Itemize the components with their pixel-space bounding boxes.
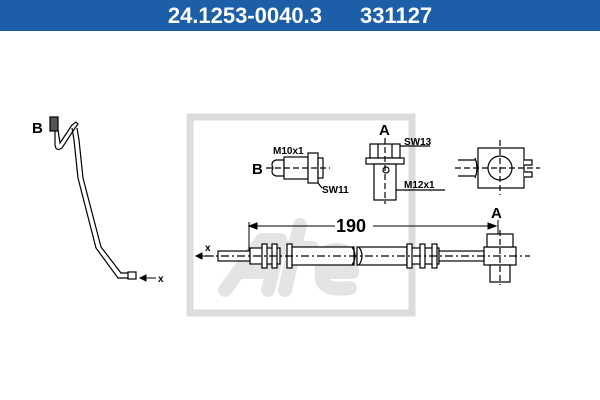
thread-b: M10x1 — [273, 146, 304, 157]
part-number: 24.1253-0040.3 — [167, 2, 322, 28]
label-x-hose: x — [205, 243, 211, 254]
detail-a-banjo-bolt — [365, 138, 445, 204]
header-bar: 24.1253-0040.3 331127 — [0, 0, 600, 31]
arrow-x-hose — [194, 252, 214, 260]
label-a-hose: A — [491, 205, 502, 222]
wrench-size-b: SW11 — [322, 185, 349, 196]
brake-hose — [205, 230, 530, 285]
label-b-detail: B — [252, 161, 263, 178]
detail-b-fitting — [266, 152, 330, 189]
wrench-size-a: SW13 — [404, 137, 432, 148]
label-x-left: x — [158, 274, 164, 285]
label-a-detail: A — [379, 122, 390, 139]
banjo-side-view — [455, 140, 540, 195]
arrow-x-left — [138, 274, 156, 282]
hose-side-view — [49, 116, 137, 280]
thread-a: M12x1 — [404, 180, 435, 191]
reference-number: 331127 — [359, 2, 433, 28]
label-b-left: B — [32, 120, 43, 137]
dimension-190: 190 — [336, 216, 366, 236]
